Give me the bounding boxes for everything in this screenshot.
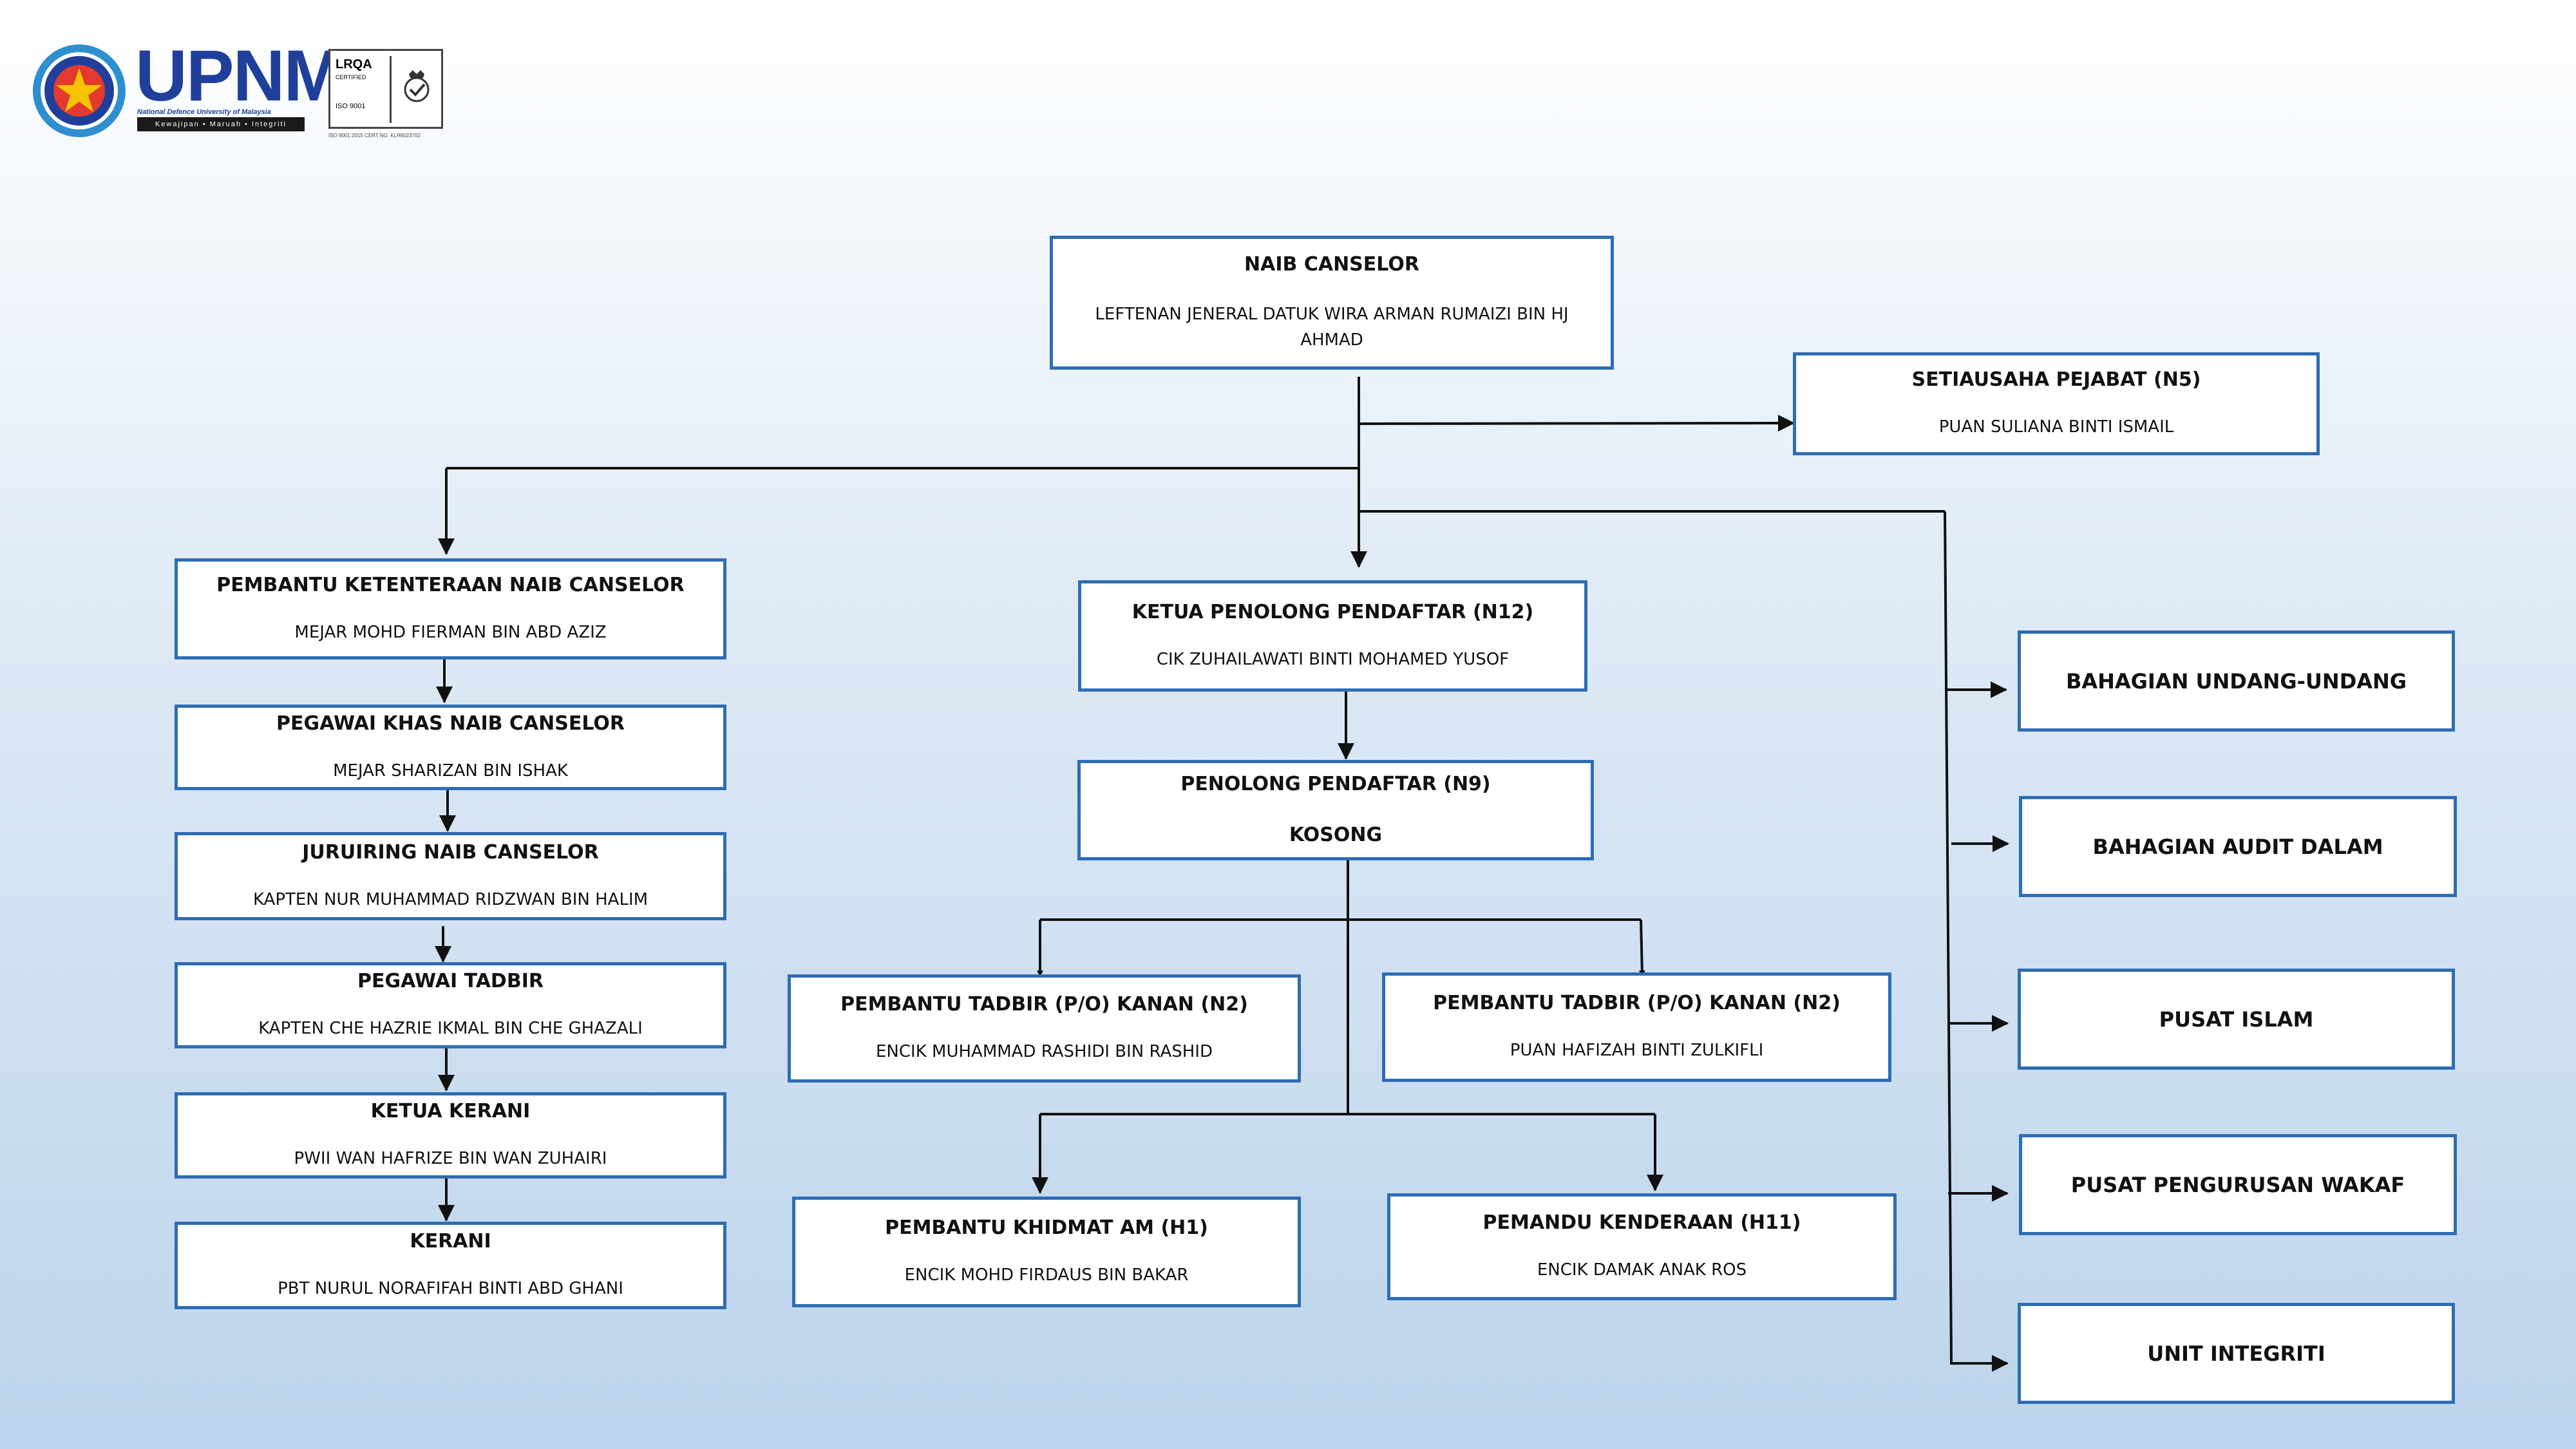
box-staff-3: PEMBANTU KHIDMAT AM (H1) ENCIK MOHD FIRD… xyxy=(792,1197,1301,1307)
box-title: UNIT INTEGRITI xyxy=(2147,1341,2325,1366)
box-unit-audit-dalam: BAHAGIAN AUDIT DALAM xyxy=(2019,796,2457,897)
box-name: CIK ZUHAILAWATI BINTI MOHAMED YUSOF xyxy=(1156,649,1510,669)
box-name: PUAN HAFIZAH BINTI ZULKIFLI xyxy=(1510,1041,1764,1060)
box-name: KOSONG xyxy=(1289,824,1383,846)
box-name: KAPTEN CHE HAZRIE IKMAL BIN CHE GHAZALI xyxy=(258,1019,643,1038)
logo-area: UPNM National Defence University of Mala… xyxy=(31,40,450,143)
box-title: SETIAUSAHA PEJABAT (N5) xyxy=(1911,368,2201,391)
box-name: MEJAR SHARIZAN BIN ISHAK xyxy=(333,761,568,781)
university-seal-icon xyxy=(33,44,126,137)
box-setiausaha: SETIAUSAHA PEJABAT (N5) PUAN SULIANA BIN… xyxy=(1793,352,2320,455)
box-name: MEJAR MOHD FIERMAN BIN ABD AZIZ xyxy=(294,622,607,642)
box-left-5: KETUA KERANI PWII WAN HAFRIZE BIN WAN ZU… xyxy=(175,1092,726,1179)
brand-motto: Kewajipan • Maruah • Integriti xyxy=(137,117,305,131)
box-title: NAIB CANSELOR xyxy=(1244,253,1419,276)
box-title: JURUIRING NAIB CANSELOR xyxy=(302,840,599,864)
brand-subtitle: National Defence University of Malaysia xyxy=(137,108,271,116)
box-title: KERANI xyxy=(410,1230,491,1253)
brand-wordmark: UPNM xyxy=(135,35,344,116)
box-name: PWII WAN HAFRIZE BIN WAN ZUHAIRI xyxy=(294,1149,607,1168)
box-name: ENCIK MUHAMMAD RASHIDI BIN RASHID xyxy=(876,1042,1213,1061)
box-name: KAPTEN NUR MUHAMMAD RIDZWAN BIN HALIM xyxy=(252,889,649,909)
box-title: BAHAGIAN UNDANG-UNDANG xyxy=(2065,668,2407,694)
box-title: PUSAT ISLAM xyxy=(2159,1007,2314,1032)
box-title: KETUA KERANI xyxy=(370,1100,531,1122)
box-left-4: PEGAWAI TADBIR KAPTEN CHE HAZRIE IKMAL B… xyxy=(175,962,726,1048)
box-name: PBT NURUL NORAFIFAH BINTI ABD GHANI xyxy=(278,1279,623,1298)
cert-line2: CERTIFIED xyxy=(336,74,366,80)
box-title: PEGAWAI TADBIR xyxy=(357,970,544,992)
box-penolong-pendaftar: PENOLONG PENDAFTAR (N9) KOSONG xyxy=(1077,760,1594,860)
box-title: PENOLONG PENDAFTAR (N9) xyxy=(1180,773,1491,795)
box-left-6: KERANI PBT NURUL NORAFIFAH BINTI ABD GHA… xyxy=(175,1222,726,1309)
box-naib-canselor: NAIB CANSELOR LEFTENAN JENERAL DATUK WIR… xyxy=(1050,236,1614,370)
box-title: PUSAT PENGURUSAN WAKAF xyxy=(2070,1172,2405,1197)
box-unit-pusat-wakaf: PUSAT PENGURUSAN WAKAF xyxy=(2019,1134,2457,1235)
cert-caption: ISO 9001:2015 CERT NO. KLR6023702 xyxy=(328,133,421,138)
box-unit-undang-undang: BAHAGIAN UNDANG-UNDANG xyxy=(2018,630,2455,732)
box-title: PEGAWAI KHAS NAIB CANSELOR xyxy=(276,712,625,735)
box-title: BAHAGIAN AUDIT DALAM xyxy=(2092,834,2383,859)
ukas-crown-icon xyxy=(404,70,430,102)
box-name: ENCIK DAMAK ANAK ROS xyxy=(1537,1260,1747,1280)
box-name: PUAN SULIANA BINTI ISMAIL xyxy=(1938,417,2174,437)
box-staff-4: PEMANDU KENDERAAN (H11) ENCIK DAMAK ANAK… xyxy=(1387,1193,1897,1300)
box-left-3: JURUIRING NAIB CANSELOR KAPTEN NUR MUHAM… xyxy=(175,832,726,920)
box-name: ENCIK MOHD FIRDAUS BIN BAKAR xyxy=(904,1265,1189,1285)
box-left-2: PEGAWAI KHAS NAIB CANSELOR MEJAR SHARIZA… xyxy=(175,705,726,790)
certification-badge: LRQA CERTIFIED ISO 9001 xyxy=(328,49,443,129)
box-title: PEMANDU KENDERAAN (H11) xyxy=(1482,1211,1801,1234)
box-unit-pusat-islam: PUSAT ISLAM xyxy=(2018,969,2455,1070)
cert-line3: ISO 9001 xyxy=(336,102,366,110)
box-left-1: PEMBANTU KETENTERAAN NAIB CANSELOR MEJAR… xyxy=(175,558,726,659)
box-unit-integriti: UNIT INTEGRITI xyxy=(2018,1303,2455,1404)
box-ketua-penolong-pendaftar: KETUA PENOLONG PENDAFTAR (N12) CIK ZUHAI… xyxy=(1078,580,1587,692)
box-title: PEMBANTU KETENTERAAN NAIB CANSELOR xyxy=(216,573,685,596)
box-name: LEFTENAN JENERAL DATUK WIRA ARMAN RUMAIZ… xyxy=(1095,305,1569,350)
box-title: KETUA PENOLONG PENDAFTAR (N12) xyxy=(1132,600,1534,623)
cert-line1: LRQA xyxy=(336,57,372,71)
box-title: PEMBANTU KHIDMAT AM (H1) xyxy=(885,1217,1208,1239)
box-staff-1: PEMBANTU TADBIR (P/O) KANAN (N2) ENCIK M… xyxy=(788,974,1301,1083)
box-title: PEMBANTU TADBIR (P/O) KANAN (N2) xyxy=(1433,992,1841,1014)
box-title: PEMBANTU TADBIR (P/O) KANAN (N2) xyxy=(840,993,1248,1016)
box-staff-2: PEMBANTU TADBIR (P/O) KANAN (N2) PUAN HA… xyxy=(1382,972,1891,1082)
